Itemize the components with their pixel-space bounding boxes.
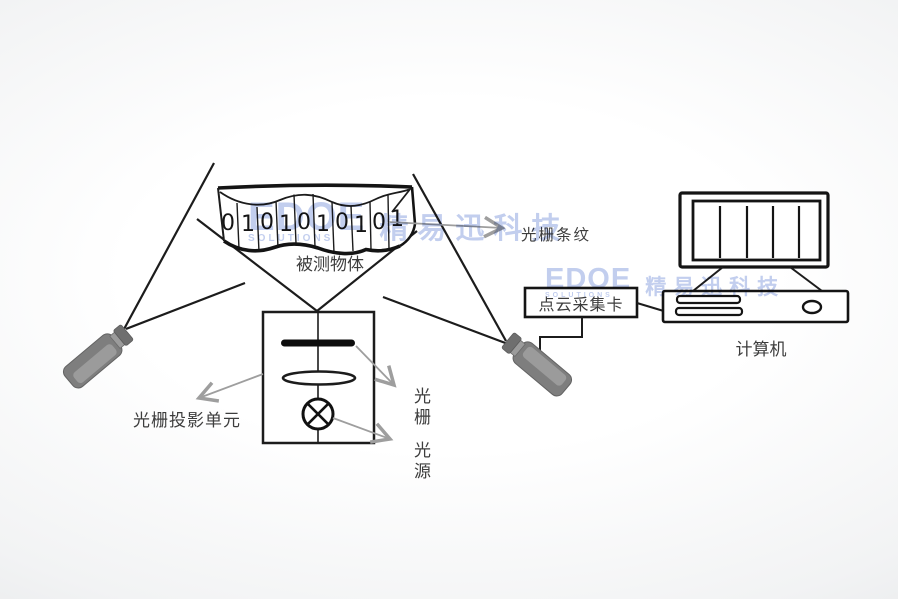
banner-top-edge — [217, 183, 413, 190]
projection-cone-left-ray — [196, 218, 318, 312]
banner-digit: 0 — [260, 210, 274, 235]
annotation-arrows — [195, 215, 506, 444]
lens-ellipse — [281, 370, 357, 386]
grating-label: 光栅 — [411, 387, 430, 429]
camera-right — [501, 332, 573, 397]
projection-unit-arrow — [195, 373, 264, 403]
computer — [661, 191, 850, 324]
banner-binary-digits: 0 1 0 1 0 1 0 1 0 1 — [221, 207, 404, 238]
banner-top-wave — [219, 188, 410, 207]
banner-digit: 0 — [221, 211, 235, 236]
right-camera-inner-ray — [382, 295, 509, 346]
measured-object-banner: 0 1 0 1 0 1 0 1 0 1 — [217, 183, 417, 256]
drive-slot-bottom — [674, 306, 744, 317]
banner-digit: 1 — [279, 212, 293, 237]
light-source-label: 光源 — [411, 441, 430, 483]
grating-bar — [281, 339, 355, 347]
banner-stripe-dividers — [236, 193, 390, 254]
grating-arrow — [355, 345, 397, 388]
banner-left-edge — [217, 187, 225, 242]
banner-digit: 0 — [372, 210, 386, 235]
grating-stripes-label: 光栅条纹 — [521, 227, 592, 244]
banner-digit: 0 — [297, 210, 311, 235]
measured-object-label: 被测物体 — [296, 255, 364, 274]
camera-to-card-cable — [539, 317, 583, 355]
light-source-symbol — [301, 397, 335, 431]
left-camera-inner-ray — [125, 281, 246, 331]
grating-stripes-arrow — [388, 215, 506, 239]
banner-digit: 1 — [354, 213, 368, 238]
capture-card — [523, 286, 668, 355]
camera-right-lens — [501, 332, 522, 354]
monitor-leg-right — [789, 266, 823, 292]
monitor-screen — [691, 199, 822, 262]
monitor-screen-dividers — [718, 206, 801, 258]
light-source-arrow — [332, 417, 394, 444]
projection-unit-label: 光栅投影单元 — [133, 411, 241, 430]
capture-card-label: 点云采集卡 — [538, 296, 624, 314]
banner-digit: 1 — [241, 212, 255, 237]
monitor-leg-left — [692, 266, 724, 292]
left-camera-outer-ray — [122, 162, 215, 332]
power-button — [801, 299, 823, 315]
computer-label: 计算机 — [735, 340, 787, 359]
camera-left-lens — [113, 324, 134, 346]
banner-bottom-edge — [222, 239, 401, 256]
banner-digit: 0 — [335, 210, 349, 235]
drive-slot-top — [675, 294, 742, 305]
capture-card-box — [523, 286, 639, 319]
banner-fold-crease — [391, 187, 412, 213]
right-camera-outer-ray — [412, 173, 507, 342]
projector-unit — [261, 310, 376, 445]
camera-right-panel — [522, 346, 567, 386]
banner-digit: 1 — [316, 212, 330, 237]
camera-left — [62, 324, 134, 389]
banner-digit: 1 — [390, 207, 404, 232]
camera-left-panel — [73, 344, 117, 384]
